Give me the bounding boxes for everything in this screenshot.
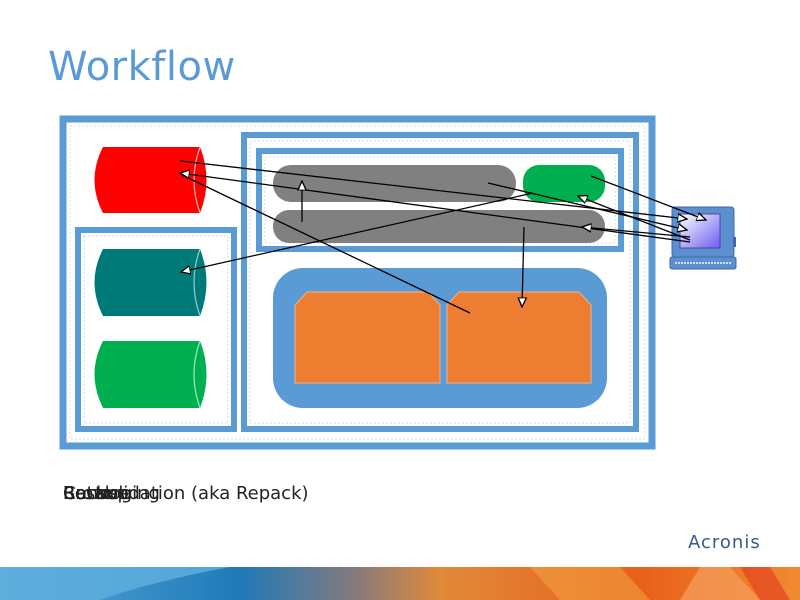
arrow-graypill-to-computer bbox=[487, 182, 687, 230]
gray-pill-top bbox=[273, 165, 516, 202]
computer-icon bbox=[669, 206, 737, 270]
arrow-red-to-computer bbox=[179, 160, 687, 219]
flow-arrows bbox=[179, 160, 706, 314]
step-label-restore: Restore bbox=[63, 483, 132, 504]
green-cylinder bbox=[94, 340, 207, 409]
orange-block-left bbox=[294, 291, 441, 384]
arrow-orange-to-red bbox=[181, 174, 471, 314]
arrow-greenpill-to-computer bbox=[590, 175, 706, 220]
right-processing-frame bbox=[241, 132, 639, 432]
arrow-computer-to-graypill bbox=[582, 227, 691, 238]
arrow-computer-to-red bbox=[180, 173, 691, 243]
slide-title: Workflow bbox=[48, 44, 236, 90]
green-pill bbox=[523, 165, 605, 202]
arrow-pill-to-orange bbox=[522, 226, 524, 307]
footer-banner bbox=[0, 567, 800, 600]
teal-cylinder bbox=[94, 248, 207, 317]
gray-pill-bottom bbox=[273, 210, 605, 243]
step-label-consolidation: Consolidation (aka Repack) bbox=[63, 483, 309, 504]
step-label-backup: Backup bbox=[63, 483, 129, 504]
arrow-pill-to-teal bbox=[181, 192, 534, 272]
step-label-cataloging: Cataloging bbox=[63, 483, 160, 504]
left-storage-frame bbox=[75, 227, 237, 432]
outer-frame bbox=[59, 115, 656, 450]
acronis-logo: Acronis bbox=[688, 532, 761, 553]
red-cylinder bbox=[94, 146, 207, 214]
orange-block-right bbox=[446, 291, 592, 384]
pill-frame bbox=[256, 148, 624, 252]
arrow-computer-to-greenpill bbox=[578, 196, 691, 241]
overlapping-step-labels: Backup Cataloging Restore Browse Consoli… bbox=[63, 483, 463, 513]
step-label-browse: Browse bbox=[63, 483, 129, 504]
